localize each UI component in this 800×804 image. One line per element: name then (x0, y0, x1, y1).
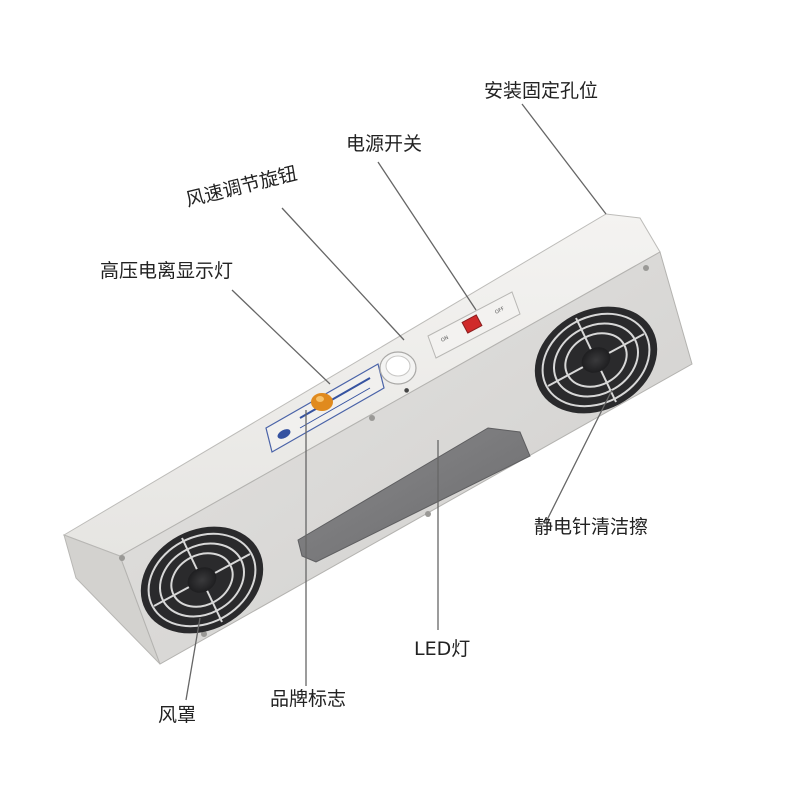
fan-speed-knob: ● (379, 351, 417, 394)
fan-guard-left (140, 526, 264, 634)
leader-lines (185, 103, 613, 701)
power-switch-panel: ON OFF (427, 291, 521, 359)
leader-power-switch (377, 161, 477, 311)
leader-fan-speed-knob (281, 207, 405, 341)
hv-indicator-light (311, 393, 333, 411)
label-mount-holes: 安装固定孔位 (484, 80, 599, 102)
leader-fan-guard (185, 617, 201, 701)
fan-guard-right (534, 306, 658, 414)
label-power-switch: 电源开关 (346, 133, 423, 155)
label-brand-logo: 品牌标志 (270, 688, 347, 710)
leader-mount-holes (521, 103, 607, 215)
label-needle-cleaner: 静电针清洁擦 (534, 516, 649, 538)
label-fan-guard: 风罩 (158, 704, 197, 726)
leader-hv-indicator (231, 289, 331, 385)
svg-text:●: ● (404, 387, 409, 394)
led-strip (297, 427, 531, 563)
switch-off-label: OFF (494, 306, 505, 316)
leader-needle-cleaner (545, 389, 613, 523)
label-hv-indicator: 高压电离显示灯 (100, 260, 234, 282)
label-led-light: LED灯 (414, 638, 471, 660)
switch-on-label: ON (440, 335, 450, 344)
